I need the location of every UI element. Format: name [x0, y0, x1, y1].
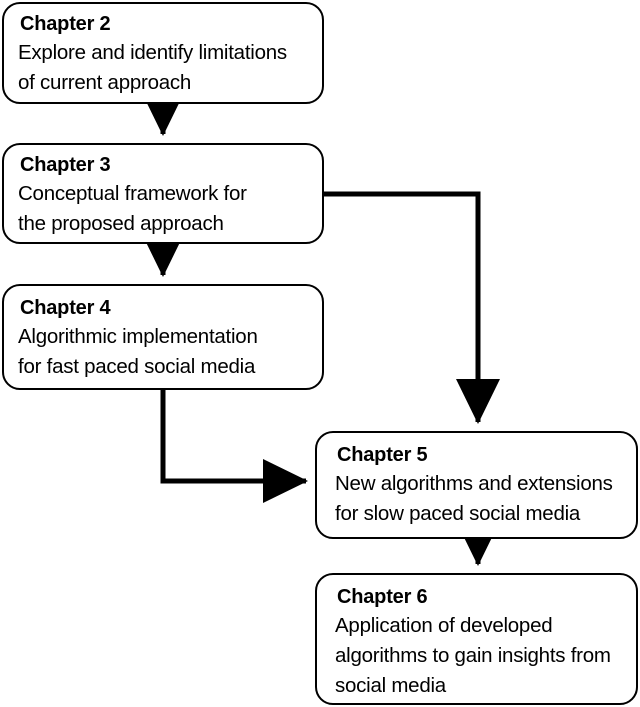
chapter-node-ch3-title: Chapter 3 — [20, 154, 111, 176]
chapter-node-ch6[interactable]: Chapter 6 Application of developed algor… — [315, 573, 638, 705]
chapter-node-ch3-body: Conceptual framework for the proposed ap… — [18, 182, 247, 235]
chapter-node-ch6-title: Chapter 6 — [337, 586, 428, 608]
chapter-node-ch5-title: Chapter 5 — [337, 444, 428, 466]
chapter-node-ch3[interactable]: Chapter 3 Conceptual framework for the p… — [2, 143, 324, 244]
chapter-node-ch4[interactable]: Chapter 4 Algorithmic implementation for… — [2, 284, 324, 390]
edge-ch4-to-ch5 — [160, 390, 308, 503]
chapter-node-ch5[interactable]: Chapter 5 New algorithms and extensions … — [315, 431, 638, 539]
chapter-node-ch5-body: New algorithms and extensions for slow p… — [335, 472, 613, 525]
chapter-node-ch2-title: Chapter 2 — [20, 13, 111, 35]
chapter-node-ch4-title: Chapter 4 — [20, 297, 111, 319]
chapter-node-ch2-body: Explore and identify limitations of curr… — [18, 41, 287, 94]
chapter-node-ch6-body: Application of developed algorithms to g… — [335, 614, 611, 697]
chapter-node-ch2[interactable]: Chapter 2 Explore and identify limitatio… — [2, 2, 324, 104]
edge-ch3-to-ch5 — [323, 191, 500, 424]
chapter-node-ch4-body: Algorithmic implementation for fast pace… — [18, 325, 258, 378]
